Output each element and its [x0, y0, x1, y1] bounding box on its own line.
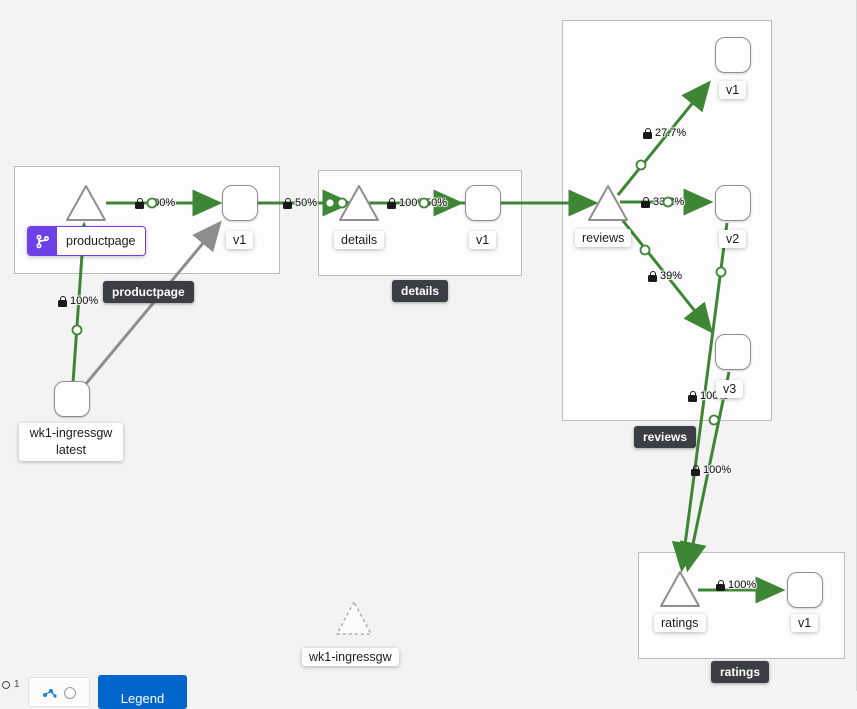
edge-label-v3-ratings[interactable]: 100%	[691, 463, 731, 477]
edge-label-reviews-v1[interactable]: 27.7%	[643, 126, 686, 140]
lock-icon	[716, 579, 725, 591]
zoom-indicator: 1	[2, 679, 20, 690]
node-label-text: productpage	[66, 234, 136, 248]
node-label-idle-ingressgw[interactable]: wk1-ingressgw	[302, 648, 399, 666]
edge-label-details-v1[interactable]: 100%	[387, 196, 427, 210]
workload-name: wk1-ingressgw	[29, 426, 113, 440]
edge-label-ingress-productpage[interactable]: 100%	[58, 294, 98, 308]
node-details-v1[interactable]	[465, 185, 501, 221]
edge-percent: 100%	[703, 464, 732, 476]
node-label-ingress[interactable]: wk1-ingressgw latest	[19, 423, 123, 461]
node-label-ratings-service[interactable]: ratings	[654, 614, 706, 632]
edge-percent: 100%	[147, 197, 176, 209]
edge-percent: 50%	[425, 197, 448, 209]
edge-label-reviews-v3[interactable]: 39%	[648, 269, 682, 283]
node-label-reviews-v3[interactable]: v3	[716, 380, 744, 398]
group-tooltip-productpage: productpage	[103, 281, 194, 303]
edge-percent: 100%	[399, 197, 428, 209]
group-tooltip-reviews: reviews	[634, 426, 697, 448]
node-triangle-idle-ingressgw[interactable]	[336, 601, 372, 635]
node-ingress-workload[interactable]	[54, 381, 90, 417]
code-branch-icon	[28, 227, 57, 255]
edge-label-ppv1-details[interactable]: 50%	[283, 196, 317, 210]
lock-icon	[691, 464, 700, 476]
edge-percent: 39%	[660, 270, 683, 282]
edge-percent: 27.7%	[655, 127, 687, 139]
edge-percent: 100%	[728, 579, 757, 591]
node-ratings-v1[interactable]	[787, 572, 823, 608]
legend-button[interactable]: Legend	[98, 675, 187, 709]
node-label-reviews-service[interactable]: reviews	[575, 229, 632, 247]
node-productpage-v1[interactable]	[222, 185, 258, 221]
group-tooltip-ratings: ratings	[711, 661, 770, 683]
dot-icon	[2, 680, 10, 689]
edge-label-ppv1-reviews[interactable]: 50%	[425, 196, 447, 210]
workload-version: latest	[56, 443, 86, 457]
node-label-reviews-v1[interactable]: v1	[719, 81, 747, 99]
edge-percent: 33.2%	[653, 196, 685, 208]
graph-bottom-toolbar: 1 Legend	[0, 669, 300, 709]
lock-icon	[387, 197, 396, 209]
node-label-details-v1[interactable]: v1	[469, 231, 497, 249]
node-label-ratings-v1[interactable]: v1	[791, 614, 819, 632]
zoom-indicator-value: 1	[14, 679, 20, 690]
group-tooltip-details: details	[392, 280, 449, 302]
edge-percent: 50%	[295, 197, 318, 209]
edge-label-productpage-v1[interactable]: 100%	[135, 196, 175, 210]
graph-type-button[interactable]	[28, 677, 90, 707]
edge-label-reviews-v2[interactable]: 33.2%	[641, 195, 684, 209]
node-reviews-v2[interactable]	[715, 185, 751, 221]
lock-icon	[283, 197, 292, 209]
edge-percent: 100%	[70, 295, 99, 307]
lock-icon	[643, 127, 652, 139]
lock-icon	[58, 295, 67, 307]
node-reviews-v1[interactable]	[715, 37, 751, 73]
node-label-reviews-v2[interactable]: v2	[719, 230, 747, 248]
lock-icon	[688, 390, 697, 402]
edge-label-ratings-v1[interactable]: 100%	[716, 578, 756, 592]
node-label-productpage-v1[interactable]: v1	[226, 231, 254, 249]
lock-icon	[641, 196, 650, 208]
topology-icon	[42, 687, 58, 706]
legend-button-label: Legend	[120, 691, 165, 706]
node-label-productpage-service[interactable]: productpage	[27, 226, 146, 256]
circle-icon	[64, 687, 76, 699]
node-label-details-service[interactable]: details	[334, 231, 385, 249]
lock-icon	[135, 197, 144, 209]
node-reviews-v3[interactable]	[715, 334, 751, 370]
lock-icon	[648, 270, 657, 282]
